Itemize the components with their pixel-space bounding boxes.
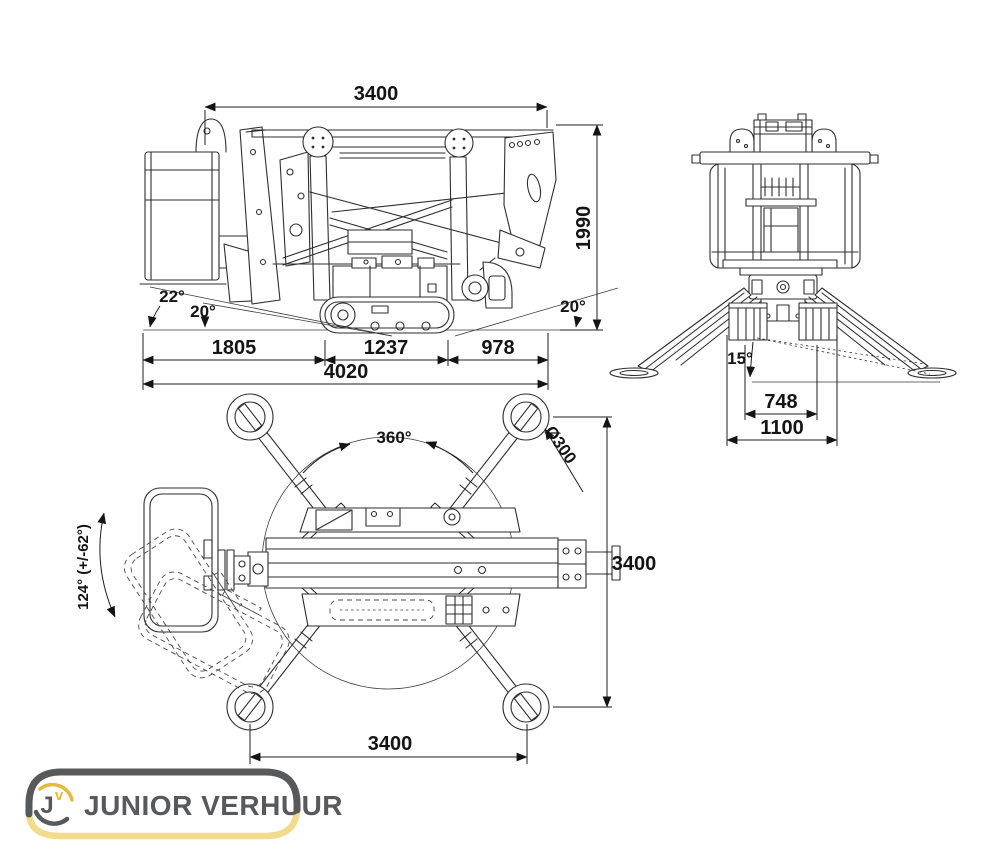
rear-view: 15° 748 1100 bbox=[609, 113, 957, 446]
label-slew-range: 360° bbox=[376, 428, 411, 447]
side-view: 3400 1990 22° 20° 20° 1805 1237 978 4020 bbox=[139, 83, 619, 390]
logo-monogram-j: J bbox=[40, 792, 53, 819]
dim-span-width: 3400 bbox=[368, 733, 413, 755]
dim-track-width: 748 bbox=[764, 391, 797, 413]
logo-monogram-icon: J v bbox=[33, 782, 74, 826]
dim-chassis-width: 1100 bbox=[760, 417, 803, 439]
angle-left: 20° bbox=[190, 302, 216, 321]
outrigger-feet bbox=[226, 393, 550, 731]
logo-wordmark: JUNIOR VERHUUR bbox=[84, 790, 343, 821]
logo-monogram-v: v bbox=[55, 787, 64, 804]
basket-rotated-position-1 bbox=[123, 528, 254, 679]
dim-boom-length: 3400 bbox=[354, 83, 399, 105]
top-view: 360° Ø300 124° (+/-62°) 3400 3400 bbox=[75, 393, 657, 764]
dim-total-length: 4020 bbox=[324, 361, 369, 383]
angle-right: 20° bbox=[560, 297, 586, 316]
label-foot-diameter: Ø300 bbox=[541, 422, 580, 467]
dim-overall-height: 1990 bbox=[573, 206, 595, 251]
side-view-dimensions: 3400 1990 22° 20° 20° 1805 1237 978 4020 bbox=[142, 83, 603, 390]
dim-segment-front: 1805 bbox=[212, 337, 257, 359]
basket-top-view bbox=[143, 487, 251, 633]
logo-border-top bbox=[25, 768, 301, 818]
top-view-machine bbox=[123, 393, 621, 731]
rear-view-machine bbox=[609, 113, 957, 379]
side-view-machine bbox=[139, 118, 619, 337]
dim-span-length: 3400 bbox=[612, 553, 657, 575]
rear-view-dimensions: 15° 748 1100 bbox=[726, 335, 940, 446]
logo-border-bottom bbox=[25, 804, 301, 840]
dim-segment-rear: 978 bbox=[481, 337, 514, 359]
dim-segment-track: 1237 bbox=[364, 337, 409, 359]
junior-verhuur-logo: J v JUNIOR VERHUUR bbox=[25, 768, 343, 840]
basket-rotated-position-2 bbox=[138, 571, 290, 695]
angle-basket: 22° bbox=[159, 287, 185, 306]
label-basket-rotation: 124° (+/-62°) bbox=[75, 524, 92, 610]
angle-outrigger: 15° bbox=[727, 349, 753, 368]
